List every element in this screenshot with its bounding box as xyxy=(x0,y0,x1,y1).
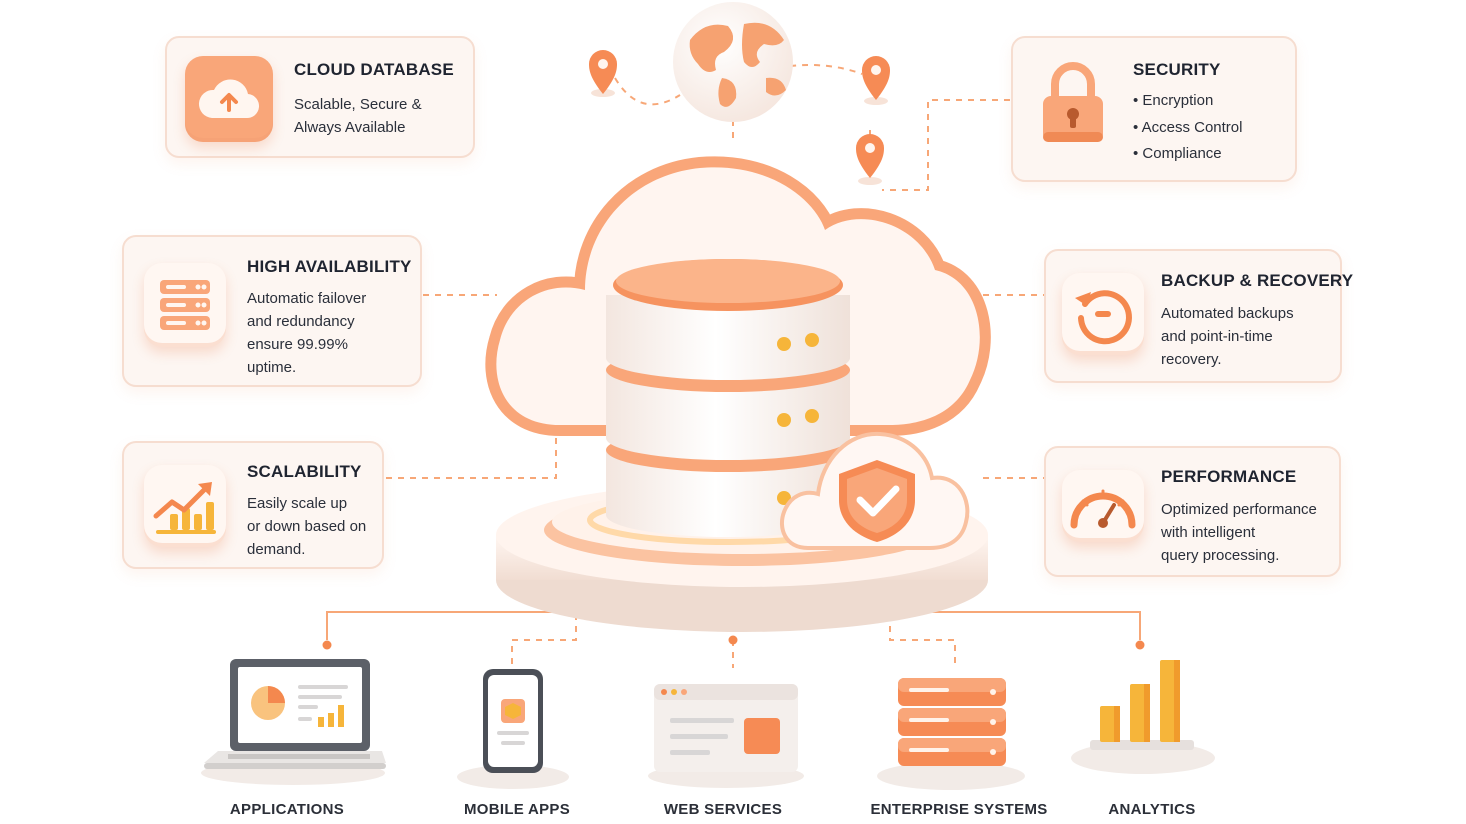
security-features-list: Encryption Access Control Compliance xyxy=(1133,88,1243,168)
globe-icon xyxy=(673,2,793,122)
backup-recovery-card: BACKUP & RECOVERY Automated backups and … xyxy=(1044,249,1353,383)
client-label-mobile-apps: MOBILE APPS xyxy=(463,801,571,818)
card-description: Easily scale up or down based on demand. xyxy=(247,495,367,558)
location-pin-icon xyxy=(589,50,617,97)
card-title: PERFORMANCE xyxy=(1161,467,1297,486)
browser-window-icon xyxy=(648,684,804,788)
cloud-database-illustration xyxy=(485,2,991,632)
card-title: SCALABILITY xyxy=(247,462,362,481)
high-availability-card: HIGH AVAILABILITY Automatic failover and… xyxy=(122,235,422,387)
card-title: BACKUP & RECOVERY xyxy=(1161,271,1354,290)
card-description: Automatic failover and redundancy ensure… xyxy=(247,290,367,376)
client-label-applications: APPLICATIONS xyxy=(229,801,345,818)
card-description: Automated backups and point-in-time reco… xyxy=(1161,305,1294,368)
cloud-upload-icon xyxy=(185,56,273,142)
card-title: SECURITY xyxy=(1133,60,1221,79)
location-pin-icon xyxy=(856,134,884,185)
scalability-card: SCALABILITY Easily scale up or down base… xyxy=(122,441,384,569)
list-item: Encryption xyxy=(1133,88,1242,115)
client-label-web-services: WEB SERVICES xyxy=(663,801,783,818)
location-pin-icon xyxy=(862,56,890,105)
database-stack-icon xyxy=(606,259,850,537)
smartphone-icon xyxy=(457,669,569,789)
card-description: Scalable, Secure & Always Available xyxy=(294,96,422,136)
laptop-icon xyxy=(201,659,386,785)
restore-icon xyxy=(1062,273,1144,355)
security-card: SECURITY Encryption Access Control Compl… xyxy=(1011,36,1297,182)
list-item: Access Control xyxy=(1133,115,1243,142)
growth-chart-icon xyxy=(144,465,226,547)
bar-chart-icon xyxy=(1071,660,1215,774)
client-label-enterprise-systems: ENTERPRISE SYSTEMS xyxy=(870,801,1048,818)
padlock-icon xyxy=(1037,60,1109,146)
card-description: Optimized performance with intelligent q… xyxy=(1161,501,1317,564)
card-title: CLOUD DATABASE xyxy=(294,60,454,79)
cloud-database-card: CLOUD DATABASE Scalable, Secure & Always… xyxy=(165,36,475,158)
speedometer-icon xyxy=(1062,470,1144,542)
list-item: Compliance xyxy=(1133,141,1242,168)
client-label-analytics: ANALYTICS xyxy=(1108,801,1196,818)
card-title: HIGH AVAILABILITY xyxy=(247,257,412,276)
performance-card: PERFORMANCE Optimized performance with i… xyxy=(1044,446,1341,577)
server-stack-icon xyxy=(877,678,1025,790)
shield-check-icon xyxy=(779,431,970,550)
server-rack-icon xyxy=(144,263,226,347)
